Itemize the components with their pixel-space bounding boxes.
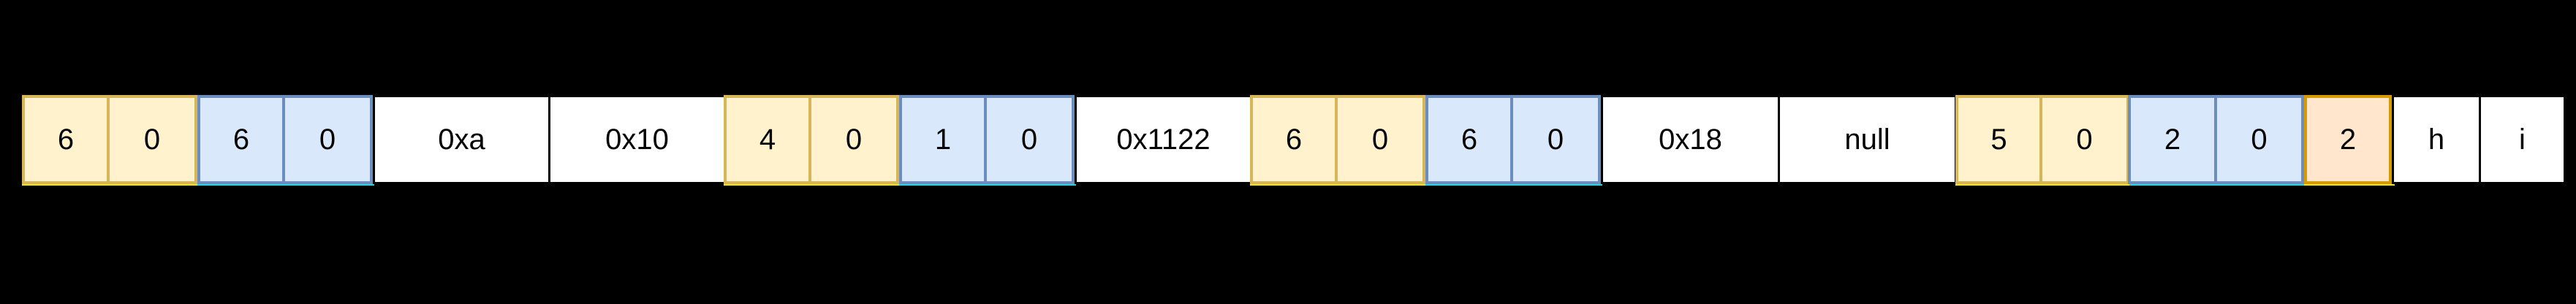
cell-yellow: 0 xyxy=(2039,95,2129,184)
blue-underline xyxy=(899,184,1076,186)
cell-yellow: 0 xyxy=(808,95,899,184)
cell-pointer: 0x18 xyxy=(1601,95,1780,184)
cell-blue: 0 xyxy=(984,95,1075,184)
cell-yellow: 5 xyxy=(1955,95,2042,184)
cell-char: i xyxy=(2479,95,2566,184)
cell-yellow: 0 xyxy=(107,95,197,184)
cell-null: null xyxy=(1778,95,1957,184)
cell-blue: 6 xyxy=(197,95,285,184)
yellow-underline xyxy=(724,184,899,186)
cell-yellow: 6 xyxy=(22,95,110,184)
cell-blue: 0 xyxy=(1510,95,1601,184)
cell-blue: 0 xyxy=(282,95,373,184)
cell-blue: 0 xyxy=(2214,95,2304,184)
blue-underline xyxy=(2129,184,2305,186)
cell-orange: 2 xyxy=(2304,95,2392,184)
cell-blue: 2 xyxy=(2128,95,2217,184)
cell-blue: 1 xyxy=(899,95,987,184)
yellow-underline xyxy=(1955,184,2129,186)
orange-underline xyxy=(2304,184,2395,186)
cell-pointer: 0xa xyxy=(373,95,550,184)
cell-yellow: 4 xyxy=(724,95,811,184)
cell-blue: 6 xyxy=(1425,95,1513,184)
cell-pointer: 0x1122 xyxy=(1075,95,1252,184)
cell-pointer: 0x10 xyxy=(548,95,726,184)
blue-underline xyxy=(197,184,374,186)
yellow-underline xyxy=(1250,184,1425,186)
blue-underline xyxy=(1425,184,1602,186)
cell-yellow: 6 xyxy=(1250,95,1338,184)
yellow-underline xyxy=(22,184,197,186)
cell-yellow: 0 xyxy=(1335,95,1425,184)
cell-char: h xyxy=(2392,95,2481,184)
